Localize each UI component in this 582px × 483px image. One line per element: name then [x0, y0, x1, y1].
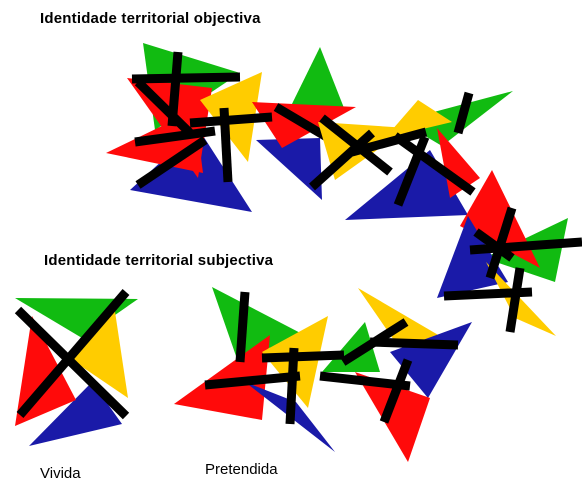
- green-triangle: [400, 91, 513, 146]
- red-triangle: [437, 128, 480, 198]
- black-bar: [135, 136, 208, 189]
- objective-cluster-1: [106, 43, 262, 212]
- objective-cluster-3: [308, 91, 513, 220]
- black-bar: [134, 78, 194, 137]
- blue-triangle: [29, 382, 122, 446]
- yellow-triangle: [486, 262, 556, 336]
- black-bar: [16, 289, 130, 418]
- intended-identity-cluster: [174, 287, 472, 462]
- black-bar: [379, 358, 413, 424]
- objective-cluster-4: [437, 170, 582, 336]
- black-bar: [350, 127, 428, 157]
- yellow-triangle: [358, 288, 440, 346]
- black-bar: [505, 267, 525, 333]
- objective-identity-chain: [106, 43, 582, 336]
- intended-caption: Pretendida: [205, 461, 278, 478]
- objective-identity-title: Identidade territorial objectiva: [40, 10, 261, 27]
- black-bar: [285, 347, 299, 425]
- yellow-triangle: [385, 100, 452, 138]
- black-bar: [392, 132, 476, 196]
- subjective-identity-title: Identidade territorial subjectiva: [44, 252, 274, 269]
- black-bar: [261, 350, 345, 363]
- black-bar: [189, 112, 273, 128]
- lived-caption: Vivida: [40, 465, 81, 482]
- blue-triangle: [256, 138, 322, 200]
- black-bar: [235, 291, 250, 363]
- red-triangle: [355, 372, 430, 462]
- black-bar: [369, 337, 459, 350]
- black-bar: [393, 135, 430, 207]
- black-bar: [14, 306, 130, 420]
- black-bar: [308, 129, 376, 191]
- green-triangle: [212, 287, 310, 356]
- red-triangle: [174, 335, 270, 420]
- black-bar: [469, 237, 582, 255]
- black-bar: [204, 371, 301, 390]
- black-bar: [485, 206, 517, 280]
- black-bar: [453, 91, 474, 135]
- lived-identity-cluster: [14, 289, 138, 446]
- black-bar: [134, 126, 216, 147]
- black-bar: [131, 72, 241, 84]
- green-triangle: [288, 47, 344, 112]
- yellow-triangle: [72, 305, 128, 398]
